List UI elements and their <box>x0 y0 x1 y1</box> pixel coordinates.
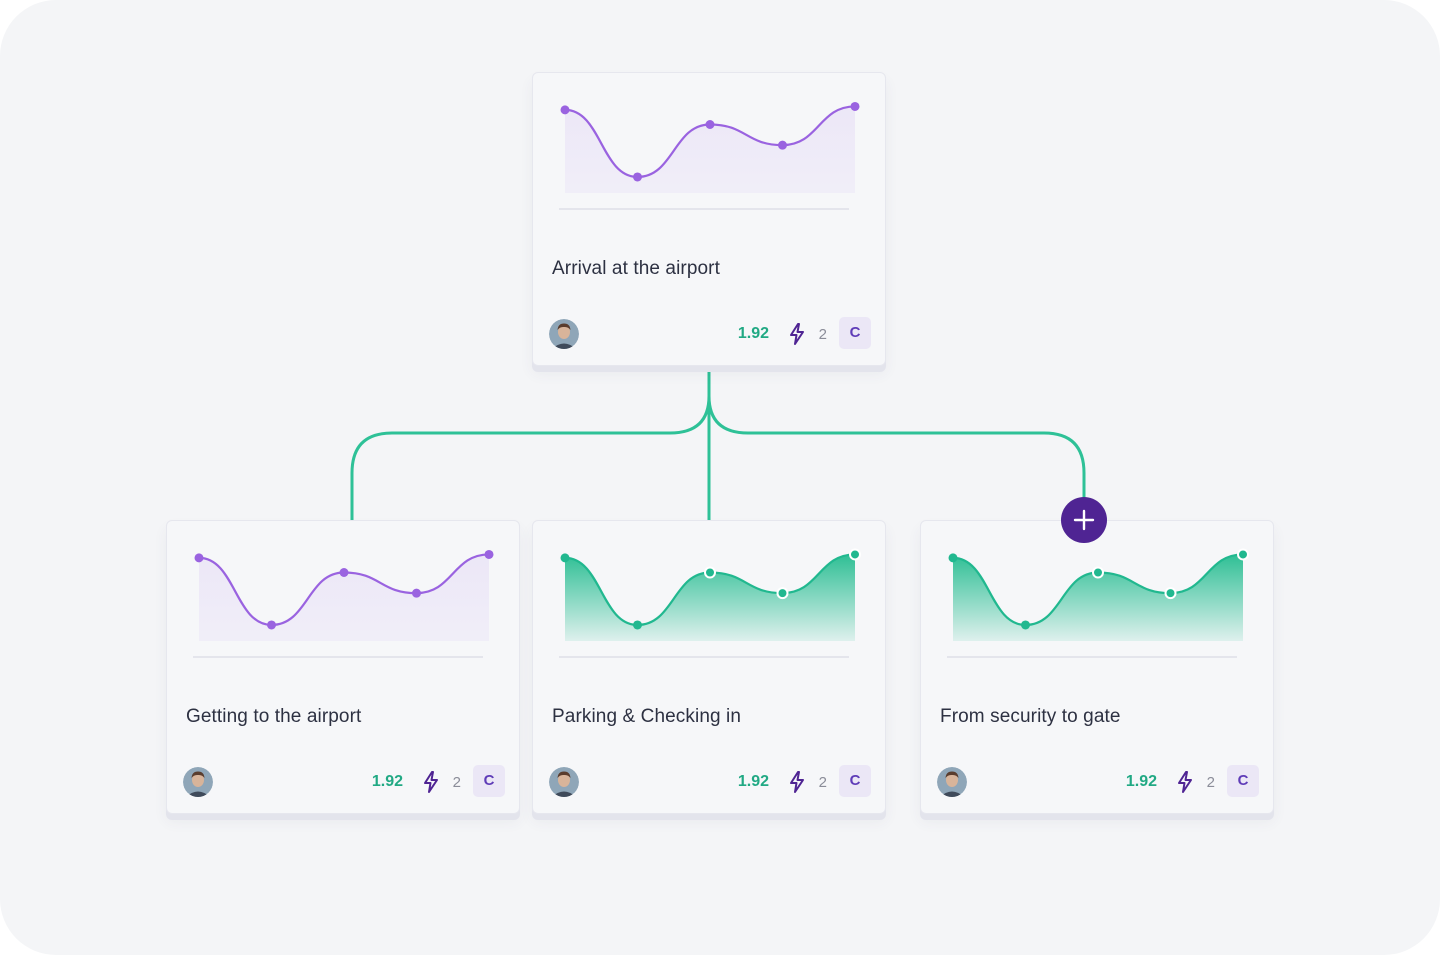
journey-card-getting[interactable]: Getting to the airport 1.92 2 C <box>166 520 520 814</box>
grade-badge[interactable]: C <box>1227 765 1259 797</box>
sparkline-chart <box>559 548 861 658</box>
card-footer: 1.92 2 C <box>549 317 871 351</box>
avatar[interactable] <box>549 767 579 797</box>
sparkline-point <box>1164 587 1177 600</box>
sparkline-point <box>339 568 349 577</box>
plus-icon <box>1073 509 1095 531</box>
lightning-icon <box>424 771 438 793</box>
lightning-icon <box>790 323 804 345</box>
sparkline-point <box>560 553 570 563</box>
score-value: 1.92 <box>737 773 769 790</box>
score-value: 1.92 <box>737 325 769 342</box>
connector-left <box>350 395 711 520</box>
sparkline-point <box>267 620 276 630</box>
sparkline-point <box>560 105 570 115</box>
card-footer: 1.92 2 C <box>549 765 871 799</box>
sparkline-point <box>484 549 494 559</box>
score-value: 1.92 <box>1125 773 1157 790</box>
insight-count: 2 <box>1206 774 1215 791</box>
sparkline-chart <box>947 548 1249 658</box>
sparkline-point <box>633 172 642 182</box>
card-title: Arrival at the airport <box>552 258 720 279</box>
sparkline-point <box>1021 620 1030 630</box>
card-title: From security to gate <box>940 706 1121 727</box>
sparkline-point <box>1237 548 1249 561</box>
sparkline-point <box>194 553 204 563</box>
score-value: 1.92 <box>371 773 403 790</box>
grade-badge[interactable]: C <box>839 765 871 797</box>
journey-card-security[interactable]: From security to gate 1.92 2 C <box>920 520 1274 814</box>
lightning-icon <box>1178 771 1192 793</box>
grade-badge[interactable]: C <box>839 317 871 349</box>
card-footer: 1.92 2 C <box>937 765 1259 799</box>
connector-right <box>707 395 1086 500</box>
sparkline-area <box>199 554 489 641</box>
sparkline-point <box>705 120 715 129</box>
sparkline-chart <box>193 549 494 658</box>
sparkline-point <box>776 587 789 600</box>
sparkline-area <box>565 106 855 193</box>
sparkline-point <box>412 588 421 598</box>
avatar[interactable] <box>183 767 213 797</box>
sparkline-area <box>565 554 855 641</box>
card-footer: 1.92 2 C <box>183 765 505 799</box>
insight-count: 2 <box>818 774 827 791</box>
insight-count: 2 <box>452 774 461 791</box>
sparkline-point <box>1092 566 1104 579</box>
sparkline-point <box>849 548 861 561</box>
avatar[interactable] <box>549 319 579 349</box>
sparkline-chart <box>559 101 860 210</box>
sparkline-point <box>948 553 958 563</box>
journey-card-arrival[interactable]: Arrival at the airport 1.92 2 C <box>532 72 886 366</box>
lightning-icon <box>790 771 804 793</box>
card-title: Getting to the airport <box>186 706 362 727</box>
journey-card-parking[interactable]: Parking & Checking in 1.92 2 C <box>532 520 886 814</box>
add-step-button[interactable] <box>1061 497 1107 543</box>
insight-count: 2 <box>818 326 827 343</box>
avatar[interactable] <box>937 767 967 797</box>
sparkline-point <box>778 140 787 150</box>
sparkline-area <box>953 554 1243 641</box>
sparkline-point <box>633 620 642 630</box>
card-title: Parking & Checking in <box>552 706 742 727</box>
sparkline-point <box>850 101 860 111</box>
sparkline-point <box>704 566 716 579</box>
grade-badge[interactable]: C <box>473 765 505 797</box>
